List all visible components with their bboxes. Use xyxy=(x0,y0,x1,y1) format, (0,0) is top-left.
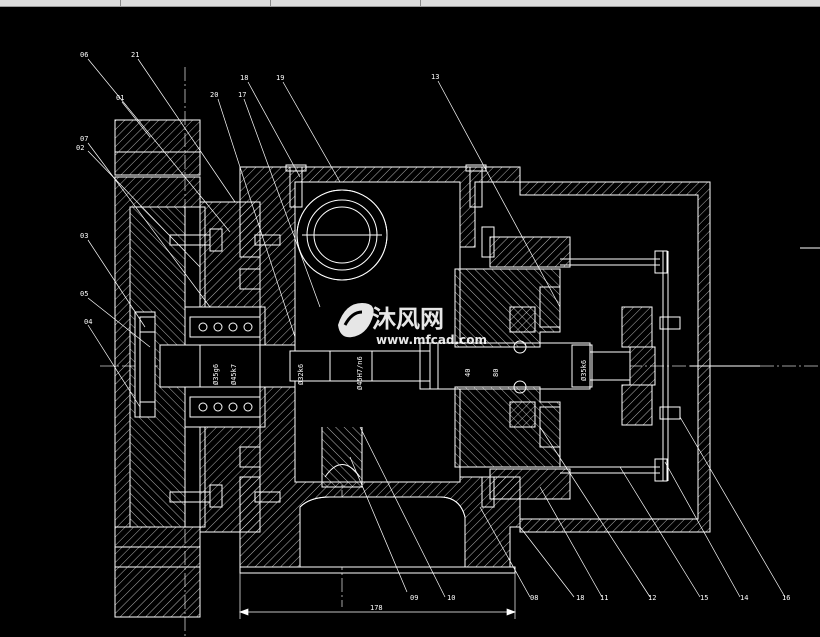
callout-16: 16 xyxy=(782,594,790,602)
watermark-url: www.mfcad.com xyxy=(376,333,487,347)
dimension-d4: Ø45H7/n6 xyxy=(356,356,364,390)
tie-rods xyxy=(560,250,669,482)
callout-18-bottom: 18 xyxy=(576,594,584,602)
dimension-d2: Ø45k7 xyxy=(230,364,238,385)
toolbar-segment xyxy=(270,0,421,6)
callout-06: 06 xyxy=(80,51,88,59)
callout-04: 04 xyxy=(84,318,92,326)
callout-14: 14 xyxy=(740,594,748,602)
watermark-brand: 沐风网 xyxy=(372,305,444,333)
dimension-d5: 40 xyxy=(464,369,472,377)
dimension-labels: 178 Ø35g6 Ø45k7 Ø32k6 Ø45H7/n6 40 80 Ø35… xyxy=(212,356,588,612)
dimension-d3: Ø32k6 xyxy=(297,364,305,385)
toolbar-segment xyxy=(0,0,121,6)
worm-gear-upper xyxy=(296,189,388,281)
callout-09: 09 xyxy=(410,594,418,602)
callout-07: 07 xyxy=(80,135,88,143)
right-end-cap xyxy=(621,247,820,426)
main-shaft xyxy=(159,342,656,390)
viewer-toolbar-strip xyxy=(0,0,820,7)
callout-12: 12 xyxy=(648,594,656,602)
leader-lines xyxy=(87,58,786,598)
callout-13: 13 xyxy=(431,73,439,81)
callout-03: 03 xyxy=(80,232,88,240)
dimension-d1: Ø35g6 xyxy=(212,364,220,385)
dimension-d6: 80 xyxy=(492,369,500,377)
mf-logo-icon xyxy=(338,303,374,338)
callout-20: 20 xyxy=(210,91,218,99)
dimension-d7: Ø35k6 xyxy=(580,360,588,381)
callout-11: 11 xyxy=(600,594,608,602)
worm-shaft-lower xyxy=(321,427,363,488)
callout-18-top: 18 xyxy=(240,74,248,82)
toolbar-segment xyxy=(120,0,271,6)
toolbar-segment xyxy=(420,0,820,6)
callout-10: 10 xyxy=(447,594,455,602)
callout-labels: 06 21 01 07 02 03 05 04 18 19 20 17 13 0… xyxy=(76,51,790,602)
watermark: 沐风网 www.mfcad.com xyxy=(338,303,487,347)
callout-08: 08 xyxy=(530,594,538,602)
bottom-dimension xyxy=(239,573,516,619)
callout-17: 17 xyxy=(238,91,246,99)
callout-02: 02 xyxy=(76,144,84,152)
callout-01: 01 xyxy=(116,94,124,102)
right-coupling-assembly xyxy=(454,236,571,500)
right-enclosure-cover xyxy=(519,181,711,533)
callout-19: 19 xyxy=(276,74,284,82)
callout-15: 15 xyxy=(700,594,708,602)
dimension-overall-width: 178 xyxy=(370,604,383,612)
callout-05: 05 xyxy=(80,290,88,298)
housing-top-bolts xyxy=(285,164,495,508)
cad-drawing-canvas[interactable]: 06 21 01 07 02 03 05 04 18 19 20 17 13 0… xyxy=(0,7,820,637)
callout-21: 21 xyxy=(131,51,139,59)
